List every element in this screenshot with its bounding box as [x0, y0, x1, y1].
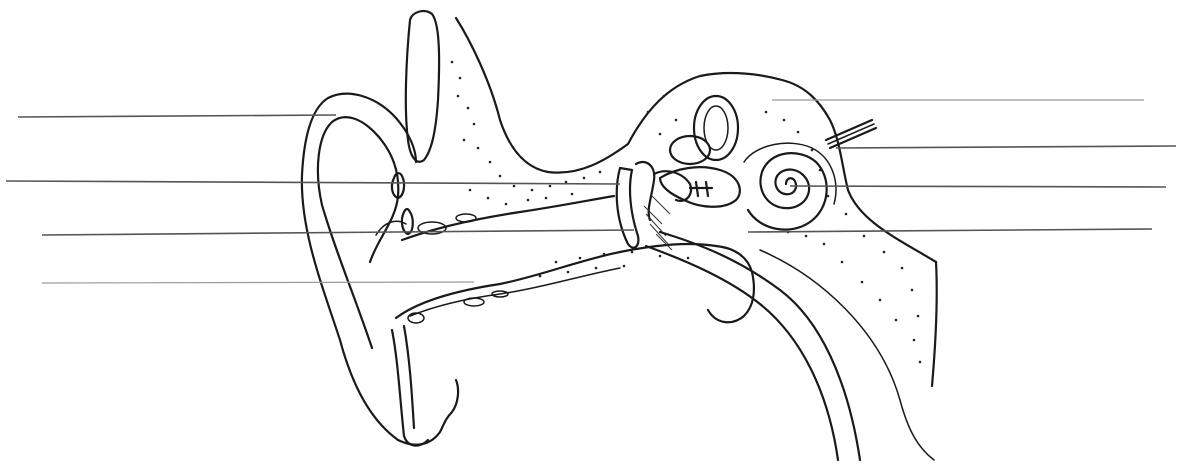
leader-left-4 — [42, 282, 474, 283]
opening-5 — [408, 313, 424, 323]
leader-lines — [6, 100, 1176, 283]
tube-upper-wall — [660, 232, 860, 460]
semicircular-canals — [660, 96, 740, 207]
nerve-strand-1 — [826, 120, 872, 140]
outer-ear — [302, 94, 458, 445]
jaw-outline-outer — [392, 330, 428, 446]
ossicle-hatching — [644, 196, 672, 250]
stapes — [690, 182, 712, 196]
eustachian-tube — [646, 232, 934, 460]
opening-3 — [464, 298, 484, 306]
antihelix — [370, 136, 398, 262]
bone-right-contour — [932, 262, 937, 386]
canal-wall-openings — [408, 214, 508, 323]
cochlea-spiral — [748, 153, 827, 230]
jaw-outline-inner — [404, 326, 414, 428]
leader-right-3 — [790, 186, 1166, 187]
leader-left-2 — [6, 181, 620, 184]
canal-loop-horizontal — [670, 136, 710, 164]
leader-left-1 — [18, 115, 336, 117]
tube-far-wall — [760, 250, 934, 460]
lobule — [398, 380, 458, 445]
eardrum — [617, 168, 639, 248]
incus — [654, 171, 691, 201]
leader-right-4 — [748, 229, 1152, 232]
canal-lower-inner-wall — [410, 268, 620, 316]
malleus — [636, 162, 654, 220]
leader-left-3 — [42, 230, 634, 235]
cartilage-oval-1 — [402, 209, 413, 234]
temporal-bone — [392, 11, 937, 445]
auditory-nerve — [826, 120, 876, 148]
leader-right-2 — [836, 146, 1176, 148]
